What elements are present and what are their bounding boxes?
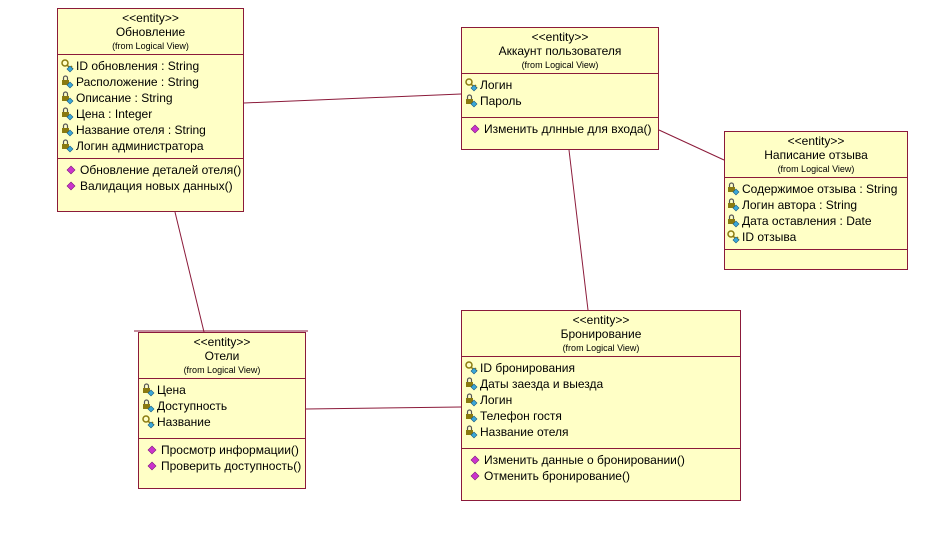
- class-name: Обновление: [115, 25, 186, 39]
- operation-compartment: Изменить данные о бронировании() Отменит…: [462, 449, 740, 488]
- key-icon: [61, 59, 75, 73]
- stereotype-label: <<entity>>: [787, 134, 845, 148]
- attribute-compartment: ID обновления : String Расположение : St…: [58, 55, 243, 159]
- operation-icon: [146, 443, 160, 457]
- operation-row[interactable]: Проверить доступность(): [142, 458, 305, 474]
- class-review[interactable]: <<entity>> Написание отзыва (from Logica…: [724, 131, 908, 270]
- operation-icon: [65, 179, 79, 193]
- lock-icon: [727, 182, 741, 196]
- operation-icon: [65, 163, 79, 177]
- attribute-row[interactable]: Дата оставления : Date: [727, 213, 907, 229]
- key-icon: [142, 415, 156, 429]
- attribute-compartment: Логин Пароль: [462, 74, 658, 118]
- from-label: (from Logical View): [183, 365, 261, 375]
- attribute-row[interactable]: ID отзыва: [727, 229, 907, 245]
- attribute-row[interactable]: Даты заезда и выезда: [465, 376, 740, 392]
- lock-icon: [61, 139, 75, 153]
- attribute-row[interactable]: ID обновления : String: [61, 58, 243, 74]
- attribute-row[interactable]: Доступность: [142, 398, 305, 414]
- attribute-row[interactable]: ID бронирования: [465, 360, 740, 376]
- attribute-row[interactable]: Телефон гостя: [465, 408, 740, 424]
- stereotype-label: <<entity>>: [122, 11, 179, 25]
- lock-icon: [465, 393, 479, 407]
- attribute-row[interactable]: Название отеля: [465, 424, 740, 440]
- from-label: (from Logical View): [521, 60, 599, 70]
- operation-icon: [469, 453, 483, 467]
- lock-icon: [727, 214, 741, 228]
- key-icon: [727, 230, 741, 244]
- association-account-booking: [568, 149, 589, 311]
- lock-icon: [61, 107, 75, 121]
- attribute-row[interactable]: Цена : Integer: [61, 106, 243, 122]
- operation-row[interactable]: Изменить длнные для входа(): [465, 121, 658, 137]
- lock-icon: [465, 377, 479, 391]
- lock-icon: [465, 425, 479, 439]
- from-label: (from Logical View): [562, 343, 640, 353]
- class-name: Отели: [204, 349, 240, 363]
- attribute-row[interactable]: Содержимое отзыва : String: [727, 181, 907, 197]
- class-hotels-header: <<entity>> Отели (from Logical View): [139, 333, 305, 379]
- class-booking-header: <<entity>> Бронирование (from Logical Vi…: [462, 311, 740, 357]
- attribute-row[interactable]: Расположение : String: [61, 74, 243, 90]
- from-label: (from Logical View): [112, 41, 189, 51]
- attribute-compartment: ID бронирования Даты заезда и выезда Лог…: [462, 357, 740, 449]
- attribute-row[interactable]: Логин: [465, 77, 658, 93]
- class-name: Бронирование: [560, 327, 642, 341]
- key-icon: [465, 78, 479, 92]
- lock-icon: [465, 409, 479, 423]
- association-update-hotels: [174, 211, 205, 333]
- lock-icon: [465, 94, 479, 108]
- stereotype-label: <<entity>>: [572, 313, 630, 327]
- attribute-compartment: Содержимое отзыва : String Логин автора …: [725, 178, 907, 250]
- class-name: Написание отзыва: [764, 148, 868, 162]
- attribute-compartment: Цена Доступность Название: [139, 379, 305, 439]
- attribute-row[interactable]: Логин: [465, 392, 740, 408]
- operation-compartment: [725, 250, 907, 269]
- operation-compartment: Изменить длнные для входа(): [462, 118, 658, 141]
- attribute-row[interactable]: Пароль: [465, 93, 658, 109]
- lock-icon: [61, 75, 75, 89]
- lock-icon: [142, 399, 156, 413]
- operation-compartment: Просмотр информации() Проверить доступно…: [139, 439, 305, 478]
- lock-icon: [142, 383, 156, 397]
- class-account-header: <<entity>> Аккаунт пользователя (from Lo…: [462, 28, 658, 74]
- lock-icon: [727, 198, 741, 212]
- attribute-row[interactable]: Описание : String: [61, 90, 243, 106]
- attribute-row[interactable]: Название отеля : String: [61, 122, 243, 138]
- attribute-row[interactable]: Логин администратора: [61, 138, 243, 154]
- class-booking[interactable]: <<entity>> Бронирование (from Logical Vi…: [461, 310, 741, 501]
- operation-row[interactable]: Обновление деталей отеля(): [61, 162, 243, 178]
- association-hotels-booking: [305, 406, 462, 410]
- attribute-row[interactable]: Название: [142, 414, 305, 430]
- class-update-header: <<entity>> Обновление (from Logical View…: [58, 9, 243, 55]
- class-hotels[interactable]: <<entity>> Отели (from Logical View) Цен…: [138, 332, 306, 489]
- attribute-row[interactable]: Логин автора : String: [727, 197, 907, 213]
- from-label: (from Logical View): [777, 164, 855, 174]
- attribute-row[interactable]: Цена: [142, 382, 305, 398]
- class-account[interactable]: <<entity>> Аккаунт пользователя (from Lo…: [461, 27, 659, 150]
- class-update[interactable]: <<entity>> Обновление (from Logical View…: [57, 8, 244, 212]
- stereotype-label: <<entity>>: [193, 335, 251, 349]
- class-name: Аккаунт пользователя: [498, 44, 622, 58]
- association-update-account: [243, 93, 462, 104]
- association-account-review: [658, 129, 725, 161]
- operation-compartment: Обновление деталей отеля() Валидация нов…: [58, 159, 243, 198]
- stereotype-label: <<entity>>: [531, 30, 589, 44]
- class-review-header: <<entity>> Написание отзыва (from Logica…: [725, 132, 907, 178]
- operation-icon: [469, 122, 483, 136]
- lock-icon: [61, 123, 75, 137]
- key-icon: [465, 361, 479, 375]
- operation-icon: [469, 469, 483, 483]
- operation-row[interactable]: Просмотр информации(): [142, 442, 305, 458]
- operation-row[interactable]: Изменить данные о бронировании(): [465, 452, 740, 468]
- operation-row[interactable]: Отменить бронирование(): [465, 468, 740, 484]
- operation-icon: [146, 459, 160, 473]
- lock-icon: [61, 91, 75, 105]
- operation-row[interactable]: Валидация новых данных(): [61, 178, 243, 194]
